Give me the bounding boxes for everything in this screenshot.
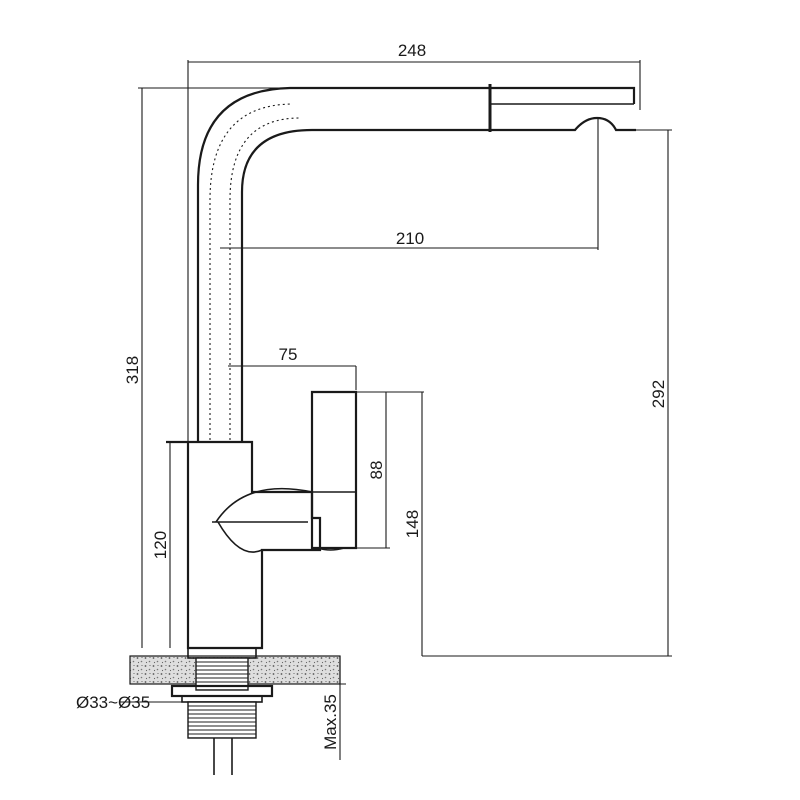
dimension-max-thickness: Max.35 — [320, 656, 346, 760]
lever-offset-label: 75 — [279, 345, 298, 364]
dimension-hole-diameter: Ø33~Ø35 — [76, 693, 188, 712]
overall-height-label: 318 — [123, 356, 142, 384]
dimension-overall-width: 248 — [187, 41, 641, 642]
faucet-body — [166, 84, 636, 650]
lever-top-height-label: 148 — [403, 510, 422, 538]
dimension-lever-height: 88 — [356, 391, 390, 549]
spout-reach-label: 210 — [396, 229, 424, 248]
base-to-lever-label: 120 — [151, 531, 170, 559]
dimension-base-to-lever: 120 — [151, 442, 171, 648]
dimension-overall-height: 318 — [123, 87, 290, 648]
hole-diameter-label: Ø33~Ø35 — [76, 693, 150, 712]
max-thickness-label: Max.35 — [321, 694, 340, 750]
outlet-height-label: 292 — [649, 380, 668, 408]
dimension-spout-reach: 210 — [220, 118, 599, 250]
dimension-outlet-height: 292 — [422, 129, 672, 657]
lever-handle — [310, 390, 358, 551]
overall-width-label: 248 — [398, 41, 426, 60]
lever-height-label: 88 — [367, 461, 386, 480]
dimension-lever-offset: 75 — [228, 345, 357, 390]
dimension-lever-top-height: 148 — [386, 391, 424, 656]
